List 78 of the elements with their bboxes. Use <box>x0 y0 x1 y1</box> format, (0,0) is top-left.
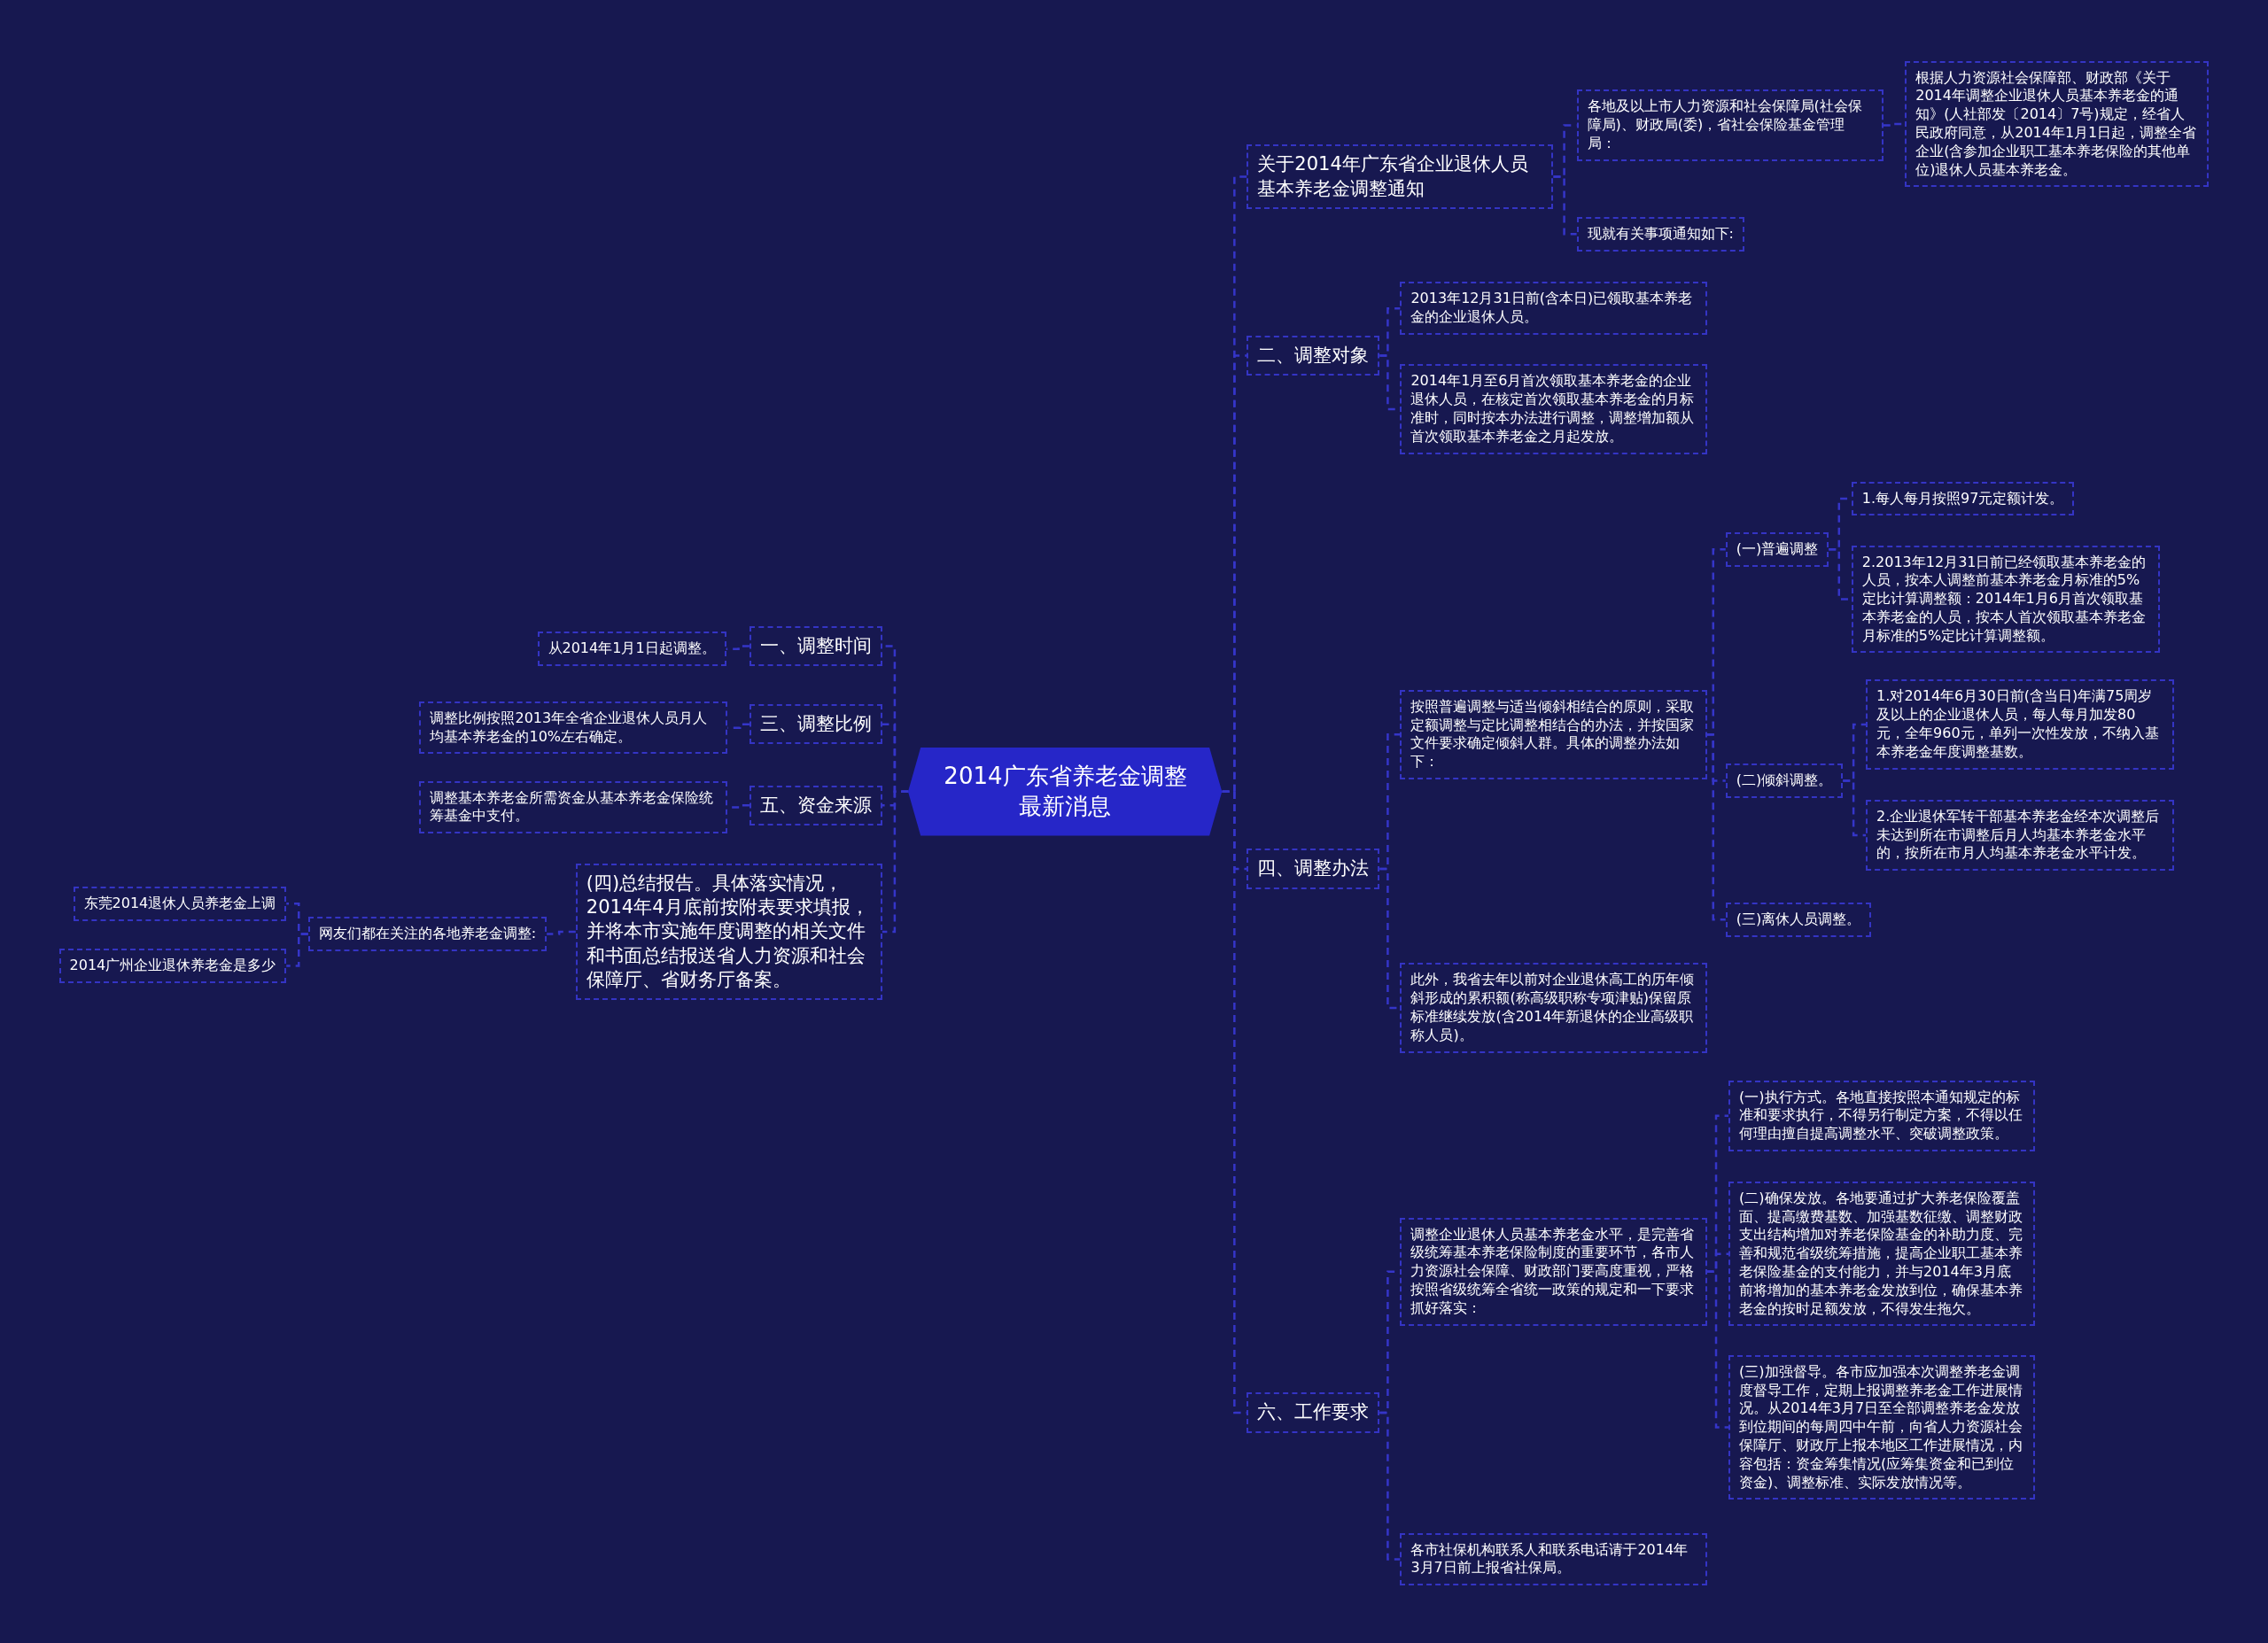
subtopic-box <box>1400 689 1707 779</box>
subtopic-box <box>1851 545 2160 654</box>
node-text: 三、调整比例 <box>759 712 872 737</box>
connector-line <box>726 645 750 651</box>
node-text: 现就有关事项通知如下: <box>1587 224 1734 244</box>
node-text: (二)倾斜调整。 <box>1736 771 1833 790</box>
node-text: 网友们都在关注的各地养老金调整: <box>318 925 537 943</box>
node-text: 四、调整办法 <box>1257 856 1370 881</box>
node-text: (一)普遍调整 <box>1736 539 1819 559</box>
connector-line <box>1843 779 1867 837</box>
subtopic-box <box>307 917 548 951</box>
node-text: 二、调整对象 <box>1257 343 1370 368</box>
subtopic-box <box>1400 963 1707 1053</box>
subtopic-box <box>1728 1354 2036 1500</box>
subtopic-box <box>58 949 287 983</box>
subtopic-box <box>537 632 726 667</box>
connector-line <box>882 790 909 934</box>
node-text: 1.对2014年6月30日前(含当日)年满75周岁及以上的企业退休人员，每人每月加发80元，全年960元，单列一次性发放，不纳入基本养老金年度调整基数。 <box>1876 687 2160 762</box>
node-text: 关于2014年广东省企业退休人员基本养老金调整通知 <box>1257 152 1529 201</box>
subtopic-box <box>73 886 287 921</box>
connector-line <box>547 930 576 935</box>
node-text: 2.2013年12月31日前已经领取基本养老金的人员，按本人调整前基本养老金月标准的5%定比计算调整额：2014年1月6月首次领取基本养老金的人员，按本人首次领取基本养老金月标准的5%定比计算调整额。 <box>1861 553 2148 646</box>
connector-line <box>1553 175 1577 236</box>
connector-line <box>1379 1411 1401 1561</box>
subtopic-box <box>1866 679 2174 770</box>
subtopic-box <box>419 701 728 755</box>
connector-line <box>286 933 308 967</box>
node-text: (二)确保发放。各地要通过扩大养老保险覆盖面、提高缴费基数、加强基数征缴、调整财政支出结构增加对养老保险基金的补助力度、完善和规范省级统筹措施，提高企业职工基本养老保险基金的支付能力，并与2014年3月底前将增加的基本养老金发放到位，确保基本养老金的按时足额发放，不得发生拖欠。 <box>1739 1189 2023 1319</box>
subtopic-box <box>1728 1181 2036 1327</box>
node-text: 2014广州企业退休养老金是多少 <box>69 957 276 975</box>
node-text: 2014广东省养老金调整最新消息 <box>944 762 1187 821</box>
node-text: 六、工作要求 <box>1257 1400 1370 1425</box>
node-text: (四)总结报告。具体落实情况，2014年4月底前按附表要求填报，并将本市实施年度调整的相关文件和书面总结报送省人力资源和社会保障厅、省财务厅备案。 <box>586 871 870 992</box>
subtopic-box <box>1576 89 1884 161</box>
node-text: 2014年1月至6月首次领取基本养老金的企业退休人员，在核定首次领取基本养老金的月标准时，同时按本办法进行调整，调整增加额从首次领取基本养老金之月起发放。 <box>1410 372 1696 446</box>
subtopic-box <box>1866 799 2174 872</box>
node-text: 五、资金来源 <box>759 793 872 818</box>
node-text: 东莞2014退休人员养老金上调 <box>83 894 276 913</box>
subtopic-box <box>1728 1080 2036 1151</box>
node-text: 1.每人每月按照97元定额计发。 <box>1861 489 2064 508</box>
node-text: 2.企业退休军转干部基本养老金经本次调整后未达到所在市调整后月人均基本养老金水平的，按所在市月人均基本养老金水平计发。 <box>1876 807 2161 864</box>
node-text: 2013年12月31日前(含本日)已领取基本养老金的企业退休人员。 <box>1410 290 1694 327</box>
subtopic-box <box>1576 216 1744 252</box>
subtopic-box <box>419 780 728 834</box>
subtopic-box <box>1725 902 1872 937</box>
node-text: 一、调整时间 <box>759 633 872 658</box>
topic-box <box>1247 849 1380 889</box>
node-text: (三)加强督导。各市应加强本次调整养老金调度督导工作，定期上报调整养老金工作进展情况。从2014年3月7日至全部调整养老金发放到位期间的每周四中午前，向省人力资源社会保障厅、财政厅上报本地区工作进展情况，内容包括：资金筹集情况(应筹集资金和已到位资金)、调整标准、实际发放情况等。 <box>1739 1362 2023 1492</box>
topic-box <box>749 785 882 825</box>
subtopic-box <box>1400 364 1707 454</box>
node-text: 各市社保机构联系人和联系电话请于2014年3月7日前上报省社保局。 <box>1410 1540 1689 1578</box>
subtopic-box <box>1400 1217 1707 1326</box>
node-text: 各地及以上市人力资源和社会保障局(社会保障局)、财政局(委)，省社会保险基金管理局： <box>1587 97 1863 153</box>
topic-box <box>1247 144 1554 209</box>
node-text: 此外，我省去年以前对企业退休高工的历年倾斜形成的累积额(称高级职称专项津贴)保留原标准继续发放(含2014年新退休的企业高级职称人员)。 <box>1410 971 1696 1045</box>
topic-box <box>575 863 882 1001</box>
subtopic-box <box>1905 60 2210 188</box>
node-text: (三)离休人员调整。 <box>1736 910 1861 929</box>
subtopic-box <box>1725 763 1844 798</box>
node-text: 调整比例按照2013年全省企业退休人员月人均基本养老金的10%左右确定。 <box>430 709 709 747</box>
subtopic-box <box>1400 282 1707 335</box>
node-text: 按照普遍调整与适当倾斜相结合的原则，采取定额调整与定比调整相结合的办法，并按国家文件要求确定倾斜人群。具体的调整办法如下： <box>1410 697 1696 771</box>
connector-line <box>1706 733 1726 921</box>
node-text: 调整企业退休人员基本养老金水平，是完善省级统筹基本养老保险制度的重要环节，各市人力资源社会保障、财政部门要高度重视，严格按照省级统筹全省统一政策的规定和一下要求抓好落实： <box>1410 1225 1696 1318</box>
topic-box <box>1247 335 1380 376</box>
node-text: (一)执行方式。各地直接按照本通知规定的标准和要求执行，不得另行制定方案，不得以任何理由擅自提高调整水平、突破调整政策。 <box>1739 1088 2023 1143</box>
central-topic-hexagon <box>908 748 1223 836</box>
topic-box <box>749 625 882 667</box>
topic-box <box>1247 1392 1380 1433</box>
node-text: 从2014年1月1日起调整。 <box>548 639 716 659</box>
subtopic-box <box>1851 481 2075 516</box>
node-text: 调整基本养老金所需资金从基本养老金保险统筹基金中支付。 <box>430 788 715 826</box>
subtopic-box <box>1400 1532 1707 1586</box>
connector-line <box>1706 1270 1728 1429</box>
connector-line <box>727 723 750 729</box>
topic-box <box>749 704 882 745</box>
node-text: 根据人力资源社会保障部、财政部《关于2014年调整企业退休人员基本养老金的通知》(人社部发〔2014〕7号)规定，经省人民政府同意，从2014年1月1日起，调整全省企业(含参加企业职工基本养老保险的其他单位)退休人员基本养老金。 <box>1915 68 2198 180</box>
subtopic-box <box>1725 531 1829 567</box>
